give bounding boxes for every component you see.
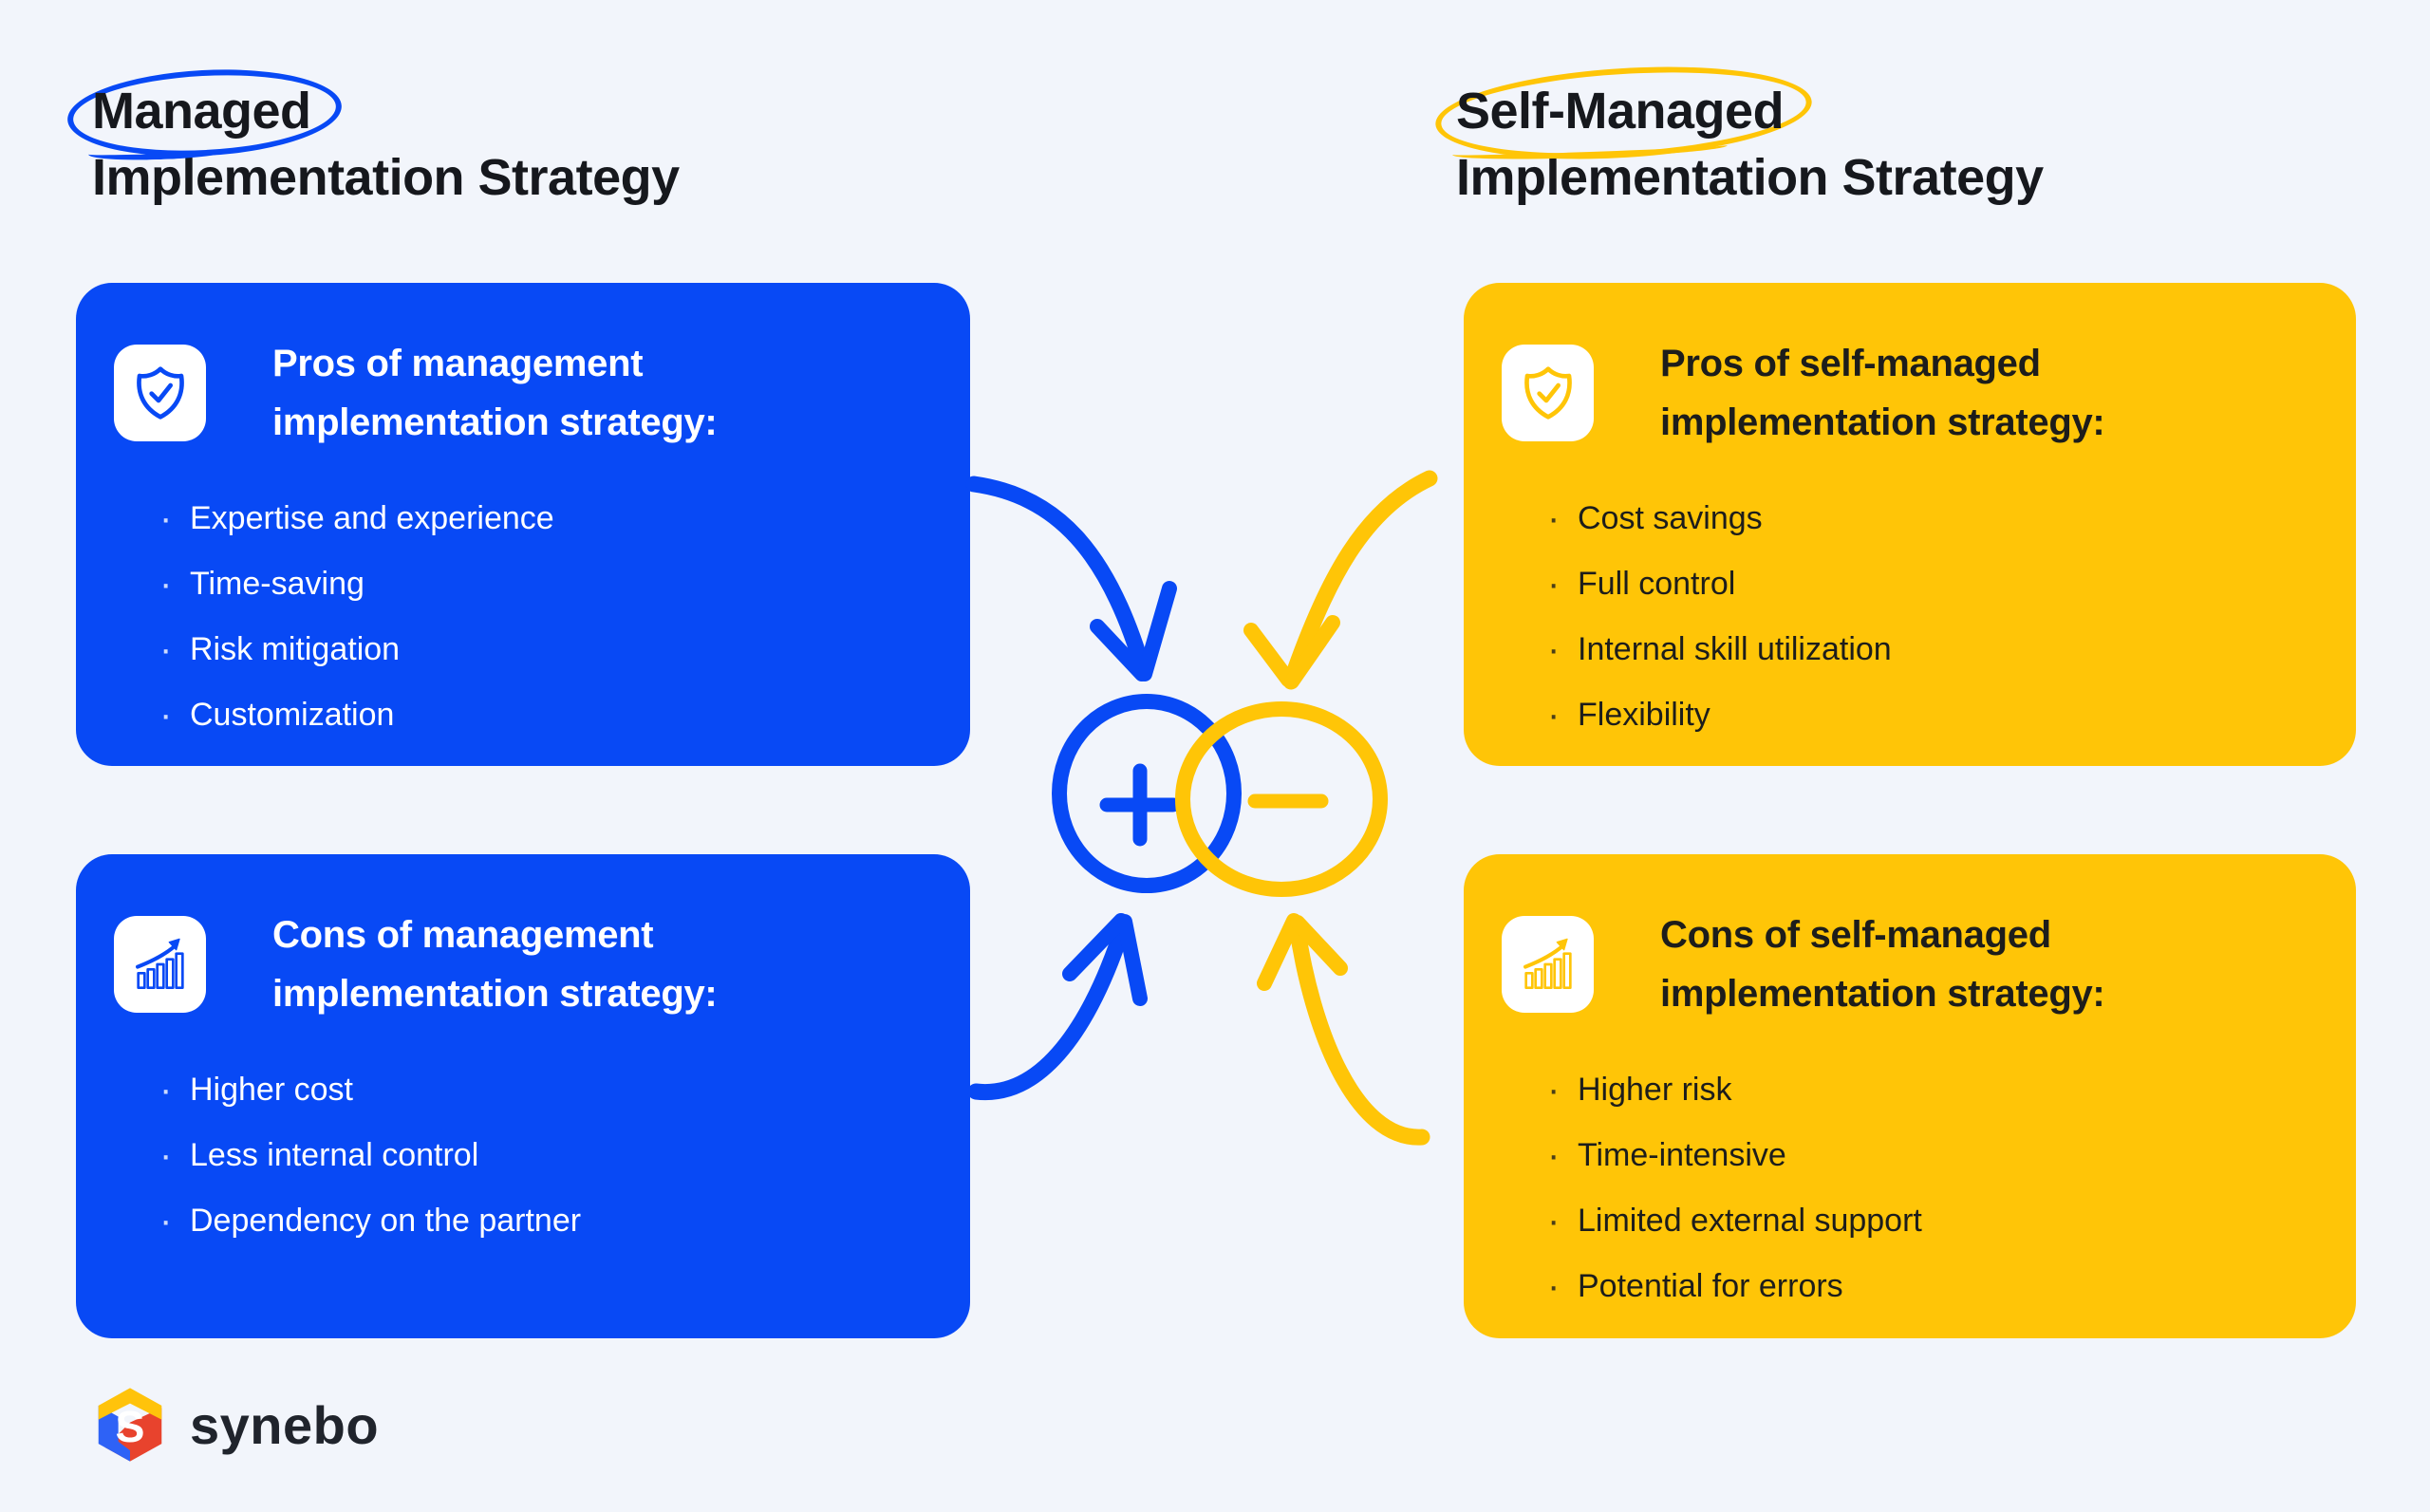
- bar-chart-rise-icon: [114, 916, 206, 1013]
- shield-check-icon: [114, 345, 206, 441]
- list-item: ·Higher risk: [1547, 1069, 1732, 1111]
- list-item: ·Less internal control: [159, 1134, 479, 1176]
- bullet-dot: ·: [1547, 628, 1561, 670]
- blue-arrow-bottom-icon: [967, 913, 1148, 1101]
- card-title: Pros of self-managed implementation stra…: [1660, 343, 2105, 443]
- yellow-arrow-top-icon: [1243, 470, 1438, 690]
- list-item: ·Expertise and experience: [159, 497, 554, 539]
- bullet-dot: ·: [159, 694, 173, 736]
- bullet-dot: ·: [1547, 497, 1561, 539]
- bullet-dot: ·: [159, 628, 173, 670]
- card-list: ·Higher risk ·Time-intensive ·Limited ex…: [1502, 1069, 2318, 1308]
- bullet-dot: ·: [159, 1200, 173, 1241]
- plus-circle-icon: [1052, 694, 1242, 893]
- list-item: ·Time-saving: [159, 563, 364, 605]
- list-item: ·Potential for errors: [1547, 1265, 1843, 1307]
- synebo-logo: S synebo: [93, 1386, 379, 1464]
- logo-wordmark: synebo: [190, 1394, 380, 1455]
- bullet-dot: ·: [1547, 1265, 1561, 1307]
- card-title: Pros of management implementation strate…: [272, 343, 718, 443]
- card-list: ·Higher cost ·Less internal control ·Dep…: [114, 1069, 932, 1242]
- shield-check-icon: [1502, 345, 1594, 441]
- list-item: ·Customization: [159, 694, 395, 736]
- card-list: ·Cost savings ·Full control ·Internal sk…: [1502, 497, 2318, 737]
- circled-word-managed: Managed: [65, 63, 344, 163]
- list-item: ·Dependency on the partner: [159, 1200, 582, 1241]
- heading-line2: Implementation Strategy: [92, 149, 680, 206]
- logo-monogram: S: [116, 1402, 145, 1451]
- synebo-hexagon-icon: S: [98, 1388, 162, 1462]
- card-list: ·Expertise and experience ·Time-saving ·…: [114, 497, 932, 737]
- center-venn-arrows-graphic: [965, 470, 1438, 1146]
- heading-managed: Managed Implementation Strategy: [65, 63, 680, 211]
- bullet-dot: ·: [1547, 1200, 1561, 1241]
- bullet-dot: ·: [1547, 563, 1561, 605]
- bullet-dot: ·: [159, 1134, 173, 1176]
- list-item: ·Cost savings: [1547, 497, 1763, 539]
- card-managed-cons: Cons of management implementation strate…: [76, 854, 970, 1338]
- yellow-arrow-bottom-icon: [1257, 913, 1430, 1146]
- list-item: ·Higher cost: [159, 1069, 353, 1111]
- list-item: ·Risk mitigation: [159, 628, 401, 670]
- heading-word: Self-Managed: [1456, 83, 1785, 140]
- list-item: ·Full control: [1547, 563, 1736, 605]
- bullet-dot: ·: [159, 1069, 173, 1111]
- circled-word-self-managed: Self-Managed: [1432, 56, 1815, 170]
- bullet-dot: ·: [1547, 694, 1561, 736]
- card-title: Cons of self-managed implementation stra…: [1660, 914, 2105, 1015]
- list-item: ·Internal skill utilization: [1547, 628, 1892, 670]
- bullet-dot: ·: [1547, 1069, 1561, 1111]
- card-title: Cons of management implementation strate…: [272, 914, 718, 1015]
- bar-chart-rise-icon: [1502, 916, 1594, 1013]
- list-item: ·Flexibility: [1547, 694, 1710, 736]
- card-self-managed-cons: Cons of self-managed implementation stra…: [1464, 854, 2356, 1338]
- list-item: ·Time-intensive: [1547, 1134, 1786, 1176]
- bullet-dot: ·: [159, 563, 173, 605]
- bullet-dot: ·: [1547, 1134, 1561, 1176]
- blue-arrow-top-icon: [965, 476, 1177, 681]
- heading-self-managed: Self-Managed Implementation Strategy: [1432, 56, 2044, 211]
- minus-circle-icon: [1175, 701, 1388, 897]
- card-self-managed-pros: Pros of self-managed implementation stra…: [1464, 283, 2356, 766]
- card-managed-pros: Pros of management implementation strate…: [76, 283, 970, 766]
- list-item: ·Limited external support: [1547, 1200, 1922, 1241]
- bullet-dot: ·: [159, 497, 173, 539]
- heading-line2: Implementation Strategy: [1456, 149, 2044, 206]
- heading-word: Managed: [92, 83, 311, 140]
